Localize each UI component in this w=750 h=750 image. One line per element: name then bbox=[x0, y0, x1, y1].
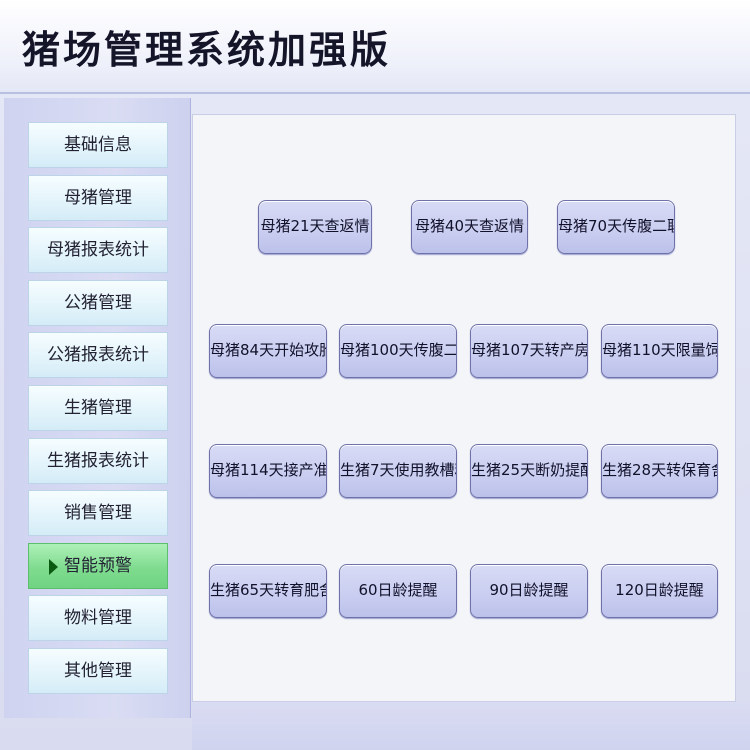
app-title: 猪场管理系统加强版 bbox=[22, 28, 392, 72]
alert-hog-7-day-creep-feed-button[interactable]: 生猪7天使用教槽料 bbox=[339, 444, 457, 498]
alert-90-day-age-button[interactable]: 90日龄提醒 bbox=[470, 564, 588, 618]
sidebar-item-other-management[interactable]: 其他管理 bbox=[28, 647, 168, 694]
alert-sow-21-day-return-check-button[interactable]: 母猪21天查返情 bbox=[258, 200, 372, 254]
sidebar-item-hog-management[interactable]: 生猪管理 bbox=[28, 384, 168, 431]
sidebar-item-hog-reports[interactable]: 生猪报表统计 bbox=[28, 437, 168, 484]
alert-hog-65-day-finishing-button[interactable]: 生猪65天转育肥舍 bbox=[209, 564, 327, 618]
alert-sow-107-day-farrowing-button[interactable]: 母猪107天转产房 bbox=[470, 324, 588, 378]
bottom-strip bbox=[192, 702, 750, 750]
sidebar-item-boar-reports[interactable]: 公猪报表统计 bbox=[28, 332, 168, 379]
alert-60-day-age-button[interactable]: 60日龄提醒 bbox=[339, 564, 457, 618]
sidebar-item-smart-alerts[interactable]: 智能预警 bbox=[28, 542, 168, 589]
sidebar-item-sow-reports[interactable]: 母猪报表统计 bbox=[28, 227, 168, 274]
alert-sow-114-day-delivery-button[interactable]: 母猪114天接产准备 bbox=[209, 444, 327, 498]
alert-sow-84-day-button[interactable]: 母猪84天开始攻胎 bbox=[209, 324, 327, 378]
sidebar-item-label: 公猪报表统计 bbox=[47, 345, 149, 366]
active-arrow-icon bbox=[49, 558, 58, 575]
sidebar-item-label: 物料管理 bbox=[64, 608, 132, 629]
sidebar-item-sow-management[interactable]: 母猪管理 bbox=[28, 174, 168, 221]
sidebar-item-materials-management[interactable]: 物料管理 bbox=[28, 595, 168, 642]
alert-hog-25-day-weaning-button[interactable]: 生猪25天断奶提醒 bbox=[470, 444, 588, 498]
sidebar-nav: 基础信息 母猪管理 母猪报表统计 公猪管理 公猪报表统计 生猪管理 生猪报表统计… bbox=[28, 122, 170, 701]
sidebar-item-label: 公猪管理 bbox=[64, 292, 132, 313]
sidebar-item-sales-management[interactable]: 销售管理 bbox=[28, 490, 168, 537]
sidebar-item-label: 母猪报表统计 bbox=[47, 240, 149, 261]
sidebar-item-basic-info[interactable]: 基础信息 bbox=[28, 122, 168, 168]
sidebar-item-boar-management[interactable]: 公猪管理 bbox=[28, 279, 168, 326]
sidebar-item-label: 生猪管理 bbox=[64, 397, 132, 418]
sidebar: 基础信息 母猪管理 母猪报表统计 公猪管理 公猪报表统计 生猪管理 生猪报表统计… bbox=[4, 98, 191, 718]
sidebar-item-label: 智能预警 bbox=[64, 555, 132, 576]
sidebar-item-label: 母猪管理 bbox=[64, 187, 132, 208]
sidebar-item-label: 其他管理 bbox=[64, 660, 132, 681]
alert-120-day-age-button[interactable]: 120日龄提醒 bbox=[601, 564, 718, 618]
alert-sow-70-day-vaccine-button[interactable]: 母猪70天传腹二联苗 bbox=[557, 200, 675, 254]
sidebar-item-label: 生猪报表统计 bbox=[47, 450, 149, 471]
alert-sow-110-day-feeding-button[interactable]: 母猪110天限量饲喂 bbox=[601, 324, 718, 378]
header: 猪场管理系统加强版 bbox=[0, 0, 750, 94]
alert-hog-28-day-nursery-button[interactable]: 生猪28天转保育舍 bbox=[601, 444, 718, 498]
alert-sow-100-day-vaccine-button[interactable]: 母猪100天传腹二联苗 bbox=[339, 324, 457, 378]
alert-sow-40-day-return-check-button[interactable]: 母猪40天查返情 bbox=[411, 200, 528, 254]
sidebar-item-label: 销售管理 bbox=[64, 503, 132, 524]
sidebar-item-label: 基础信息 bbox=[64, 135, 132, 155]
